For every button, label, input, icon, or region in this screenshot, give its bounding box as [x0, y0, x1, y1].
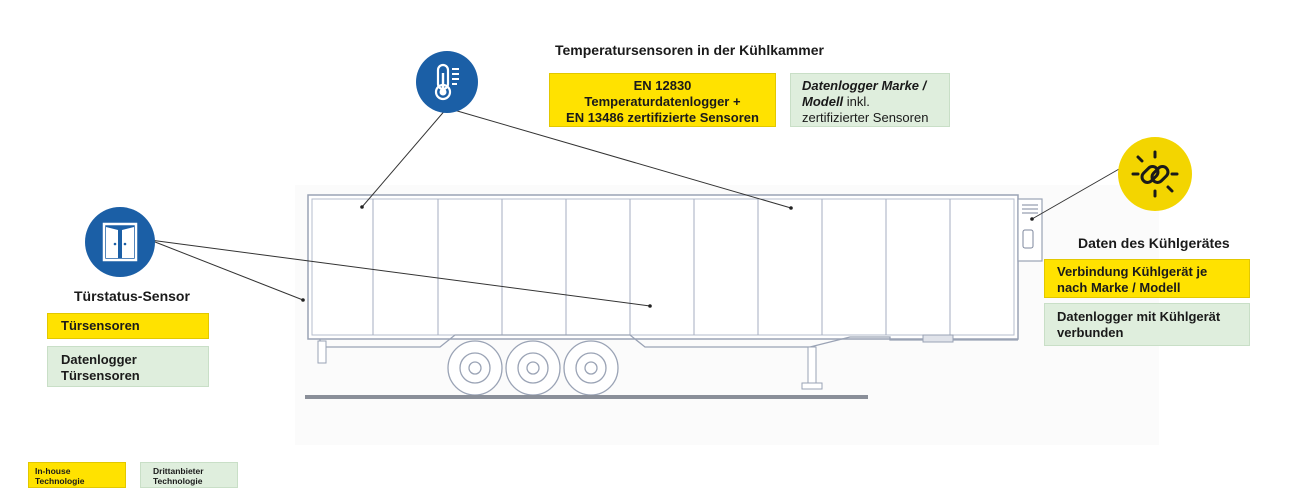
temperature-inhouse-line-3: EN 13486 zertifizierte Sensoren	[566, 110, 759, 125]
chain-link-icon	[1118, 137, 1192, 211]
temperature-thirdparty-italic-2: Modell	[802, 94, 844, 109]
door-thirdparty-line-2: Türsensoren	[61, 368, 140, 383]
temperature-thirdparty-line-3: zertifizierter Sensoren	[802, 110, 929, 125]
door-inhouse-box: Türsensoren	[47, 313, 209, 339]
reefer-thirdparty-line-1: Datenlogger mit Kühlgerät	[1057, 309, 1221, 324]
reefer-thirdparty-box: Datenlogger mit Kühlgerät verbunden	[1044, 303, 1250, 346]
legend-inhouse-line-2: Technologie	[35, 476, 85, 486]
reefer-thirdparty-line-2: verbunden	[1057, 325, 1124, 340]
legend-thirdparty-line-2: Technologie	[153, 476, 203, 486]
temperature-thirdparty-suffix: inkl.	[843, 94, 870, 109]
reefer-heading: Daten des Kühlgerätes	[1078, 235, 1230, 251]
thermometer-icon	[416, 51, 478, 113]
reefer-inhouse-line-2: nach Marke / Modell	[1057, 280, 1181, 295]
temperature-inhouse-line-1: EN 12830	[633, 78, 692, 93]
door-thirdparty-line-1: Datenlogger	[61, 352, 137, 367]
temperature-heading: Temperatursensoren in der Kühlkammer	[555, 42, 824, 58]
door-icon	[85, 207, 155, 277]
door-thirdparty-box: Datenlogger Türsensoren	[47, 346, 209, 387]
trailer-illustration	[295, 185, 1159, 445]
temperature-inhouse-line-2: Temperaturdatenlogger +	[584, 94, 741, 109]
door-inhouse-label: Türsensoren	[61, 318, 140, 333]
legend-inhouse: In-house Technologie	[28, 462, 126, 488]
temperature-thirdparty-italic: Datenlogger Marke /	[802, 78, 927, 93]
temperature-inhouse-box: EN 12830 Temperaturdatenlogger + EN 1348…	[549, 73, 776, 127]
temperature-thirdparty-box: Datenlogger Marke / Modell inkl. zertifi…	[790, 73, 950, 127]
reefer-inhouse-box: Verbindung Kühlgerät je nach Marke / Mod…	[1044, 259, 1250, 298]
legend-thirdparty-line-1: Drittanbieter	[153, 466, 204, 476]
legend-inhouse-line-1: In-house	[35, 466, 71, 476]
reefer-inhouse-line-1: Verbindung Kühlgerät je	[1057, 264, 1208, 279]
door-heading: Türstatus-Sensor	[74, 288, 190, 304]
legend-thirdparty: Drittanbieter Technologie	[140, 462, 238, 488]
